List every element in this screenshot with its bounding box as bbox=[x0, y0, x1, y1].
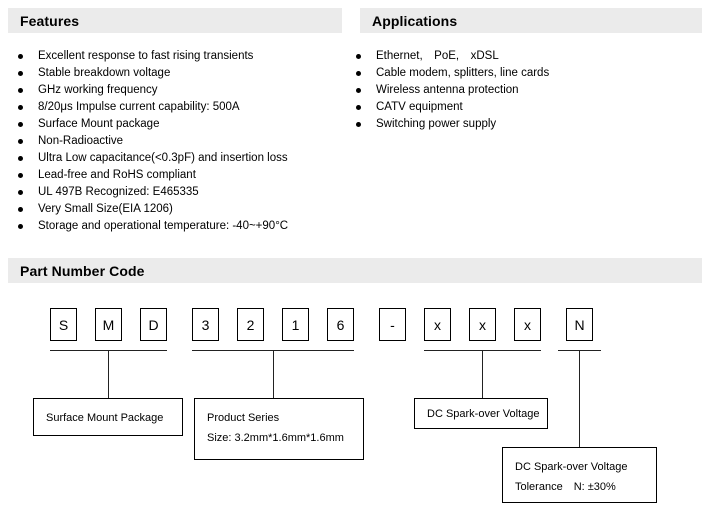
bullet-icon bbox=[18, 54, 23, 59]
list-item-label: Excellent response to fast rising transi… bbox=[38, 50, 254, 62]
code-char-box-m: M bbox=[95, 308, 122, 341]
list-item: CATV equipment bbox=[352, 99, 697, 116]
bullet-icon bbox=[356, 71, 361, 76]
list-item-label: CATV equipment bbox=[376, 101, 463, 113]
list-item-label: Storage and operational temperature: -40… bbox=[38, 220, 289, 232]
bullet-icon bbox=[18, 190, 23, 195]
desc-line: Product Series bbox=[207, 412, 280, 424]
desc-line: DC Spark-over Voltage bbox=[427, 408, 540, 420]
list-item: Wireless antenna protection bbox=[352, 82, 697, 99]
bullet-icon bbox=[18, 156, 23, 161]
list-item: Lead-free and RoHS compliant bbox=[14, 167, 344, 184]
code-char-box-2: 2 bbox=[237, 308, 264, 341]
list-item: Switching power supply bbox=[352, 116, 697, 133]
desc-line: DC Spark-over Voltage bbox=[515, 461, 628, 473]
list-item-label: Ultra Low capacitance(<0.3pF) and insert… bbox=[38, 152, 288, 164]
desc-box-series: Product Series Size: 3.2mm*1.6mm*1.6mm bbox=[194, 398, 364, 460]
bullet-icon bbox=[18, 139, 23, 144]
list-item-label: Ethernet, PoE, xDSL bbox=[376, 50, 499, 62]
desc-box-voltage: DC Spark-over Voltage bbox=[414, 398, 548, 429]
part-number-code-title: Part Number Code bbox=[20, 262, 145, 279]
desc-box-tolerance: DC Spark-over Voltage Tolerance N: ±30% bbox=[502, 447, 657, 503]
list-item: Excellent response to fast rising transi… bbox=[14, 48, 344, 65]
desc-line: Surface Mount Package bbox=[46, 412, 164, 424]
list-item: GHz working frequency bbox=[14, 82, 344, 99]
list-item: Storage and operational temperature: -40… bbox=[14, 218, 344, 235]
code-char-box-3: 3 bbox=[192, 308, 219, 341]
list-item: 8/20μs Impulse current capability: 500A bbox=[14, 99, 344, 116]
code-char-box-x2: x bbox=[469, 308, 496, 341]
features-list: Excellent response to fast rising transi… bbox=[14, 48, 344, 235]
bullet-icon bbox=[18, 71, 23, 76]
list-item: Stable breakdown voltage bbox=[14, 65, 344, 82]
desc-line: Size: 3.2mm*1.6mm*1.6mm bbox=[207, 432, 344, 444]
applications-title: Applications bbox=[372, 12, 458, 29]
code-char-box-d: D bbox=[140, 308, 167, 341]
bullet-icon bbox=[18, 105, 23, 110]
list-item-label: Stable breakdown voltage bbox=[38, 67, 171, 79]
list-item-label: Surface Mount package bbox=[38, 118, 160, 130]
bullet-icon bbox=[356, 88, 361, 93]
code-char-box-6: 6 bbox=[327, 308, 354, 341]
bullet-icon bbox=[356, 105, 361, 110]
bullet-icon bbox=[356, 122, 361, 127]
connector-voltage bbox=[482, 350, 483, 398]
list-item-label: Very Small Size(EIA 1206) bbox=[38, 203, 173, 215]
list-item: Very Small Size(EIA 1206) bbox=[14, 201, 344, 218]
connector-package bbox=[108, 350, 109, 398]
list-item-label: 8/20μs Impulse current capability: 500A bbox=[38, 101, 240, 113]
bullet-icon bbox=[356, 54, 361, 59]
connector-series bbox=[273, 350, 274, 398]
desc-box-package: Surface Mount Package bbox=[33, 398, 183, 436]
code-char-box-x1: x bbox=[424, 308, 451, 341]
features-section-header: Features bbox=[8, 8, 342, 33]
list-item-label: Lead-free and RoHS compliant bbox=[38, 169, 196, 181]
part-number-code-section-header: Part Number Code bbox=[8, 258, 702, 283]
applications-list: Ethernet, PoE, xDSL Cable modem, splitte… bbox=[352, 48, 697, 133]
bullet-icon bbox=[18, 88, 23, 93]
connector-tolerance bbox=[579, 350, 580, 447]
code-char-box-dash: - bbox=[379, 308, 406, 341]
list-item-label: GHz working frequency bbox=[38, 84, 158, 96]
features-title: Features bbox=[20, 12, 80, 29]
list-item: Cable modem, splitters, line cards bbox=[352, 65, 697, 82]
bullet-icon bbox=[18, 122, 23, 127]
applications-section-header: Applications bbox=[360, 8, 702, 33]
bullet-icon bbox=[18, 207, 23, 212]
bullet-icon bbox=[18, 173, 23, 178]
code-char-box-1: 1 bbox=[282, 308, 309, 341]
list-item-label: Non-Radioactive bbox=[38, 135, 124, 147]
list-item: UL 497B Recognized: E465335 bbox=[14, 184, 344, 201]
list-item: Non-Radioactive bbox=[14, 133, 344, 150]
list-item: Ethernet, PoE, xDSL bbox=[352, 48, 697, 65]
list-item: Surface Mount package bbox=[14, 116, 344, 133]
list-item-label: UL 497B Recognized: E465335 bbox=[38, 186, 199, 198]
desc-line: Tolerance N: ±30% bbox=[515, 481, 616, 493]
code-char-box-n: N bbox=[566, 308, 593, 341]
list-item: Ultra Low capacitance(<0.3pF) and insert… bbox=[14, 150, 344, 167]
list-item-label: Cable modem, splitters, line cards bbox=[376, 67, 550, 79]
code-char-box-x3: x bbox=[514, 308, 541, 341]
bullet-icon bbox=[18, 224, 23, 229]
list-item-label: Switching power supply bbox=[376, 118, 497, 130]
list-item-label: Wireless antenna protection bbox=[376, 84, 519, 96]
code-char-box-s: S bbox=[50, 308, 77, 341]
